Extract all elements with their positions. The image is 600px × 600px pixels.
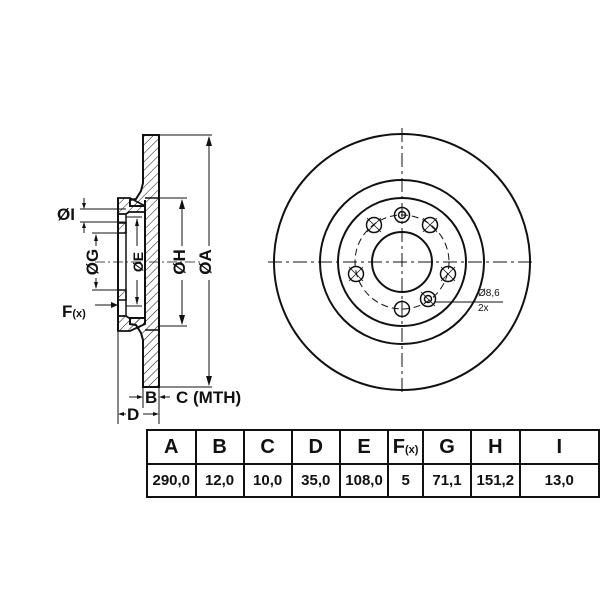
header-F-main: F [392, 435, 405, 458]
F-label-sub: (x) [72, 308, 86, 320]
header-G: G [421, 429, 473, 465]
value-I: 13,0 [518, 463, 600, 498]
bolt-pitch-circle [354, 214, 450, 310]
header-F: F(x) [387, 429, 424, 465]
value-D: 35,0 [290, 463, 341, 498]
header-H: H [470, 429, 521, 465]
header-D: D [290, 429, 341, 465]
value-C: 10,0 [242, 463, 293, 498]
value-E: 108,0 [338, 463, 390, 498]
header-A: A [146, 429, 197, 465]
center-bore-circle [371, 231, 433, 293]
value-F: 5 [387, 463, 424, 498]
value-G: 71,1 [421, 463, 473, 498]
spec-table-header-row: A B C D E F(x) G H I [146, 429, 600, 465]
hat-section-lower-boss [117, 289, 127, 301]
C-label: C (MTH) [176, 388, 242, 407]
hat-section-upper-boss [117, 222, 127, 234]
F-label-main: F [62, 302, 73, 321]
hat-outer-circle [337, 197, 467, 327]
friction-inner-circle [319, 179, 485, 345]
hole-note-quantity: 2x [478, 303, 489, 314]
bolt-hole [421, 216, 439, 234]
threaded-hole [393, 206, 411, 224]
header-C: C [242, 429, 293, 465]
hat-section-top [117, 197, 146, 215]
header-E: E [338, 429, 390, 465]
dia-H-label: ØH [169, 249, 189, 275]
side-section-view [80, 134, 212, 424]
value-B: 12,0 [194, 463, 245, 498]
dia-G-label: ØG [83, 248, 103, 276]
D-label: D [127, 405, 140, 424]
bolt-hole [393, 300, 411, 318]
bolt-hole [347, 265, 365, 283]
hole-note-diameter: Ø8,6 [478, 288, 500, 299]
dia-I-label: ØI [57, 205, 75, 224]
bolt-hole [365, 216, 383, 234]
value-H: 151,2 [470, 463, 521, 498]
dia-E-label: ØE [130, 251, 147, 273]
value-A: 290,0 [146, 463, 197, 498]
header-F-sub: (x) [405, 443, 419, 456]
header-B: B [194, 429, 245, 465]
outer-disc-circle [273, 133, 531, 391]
front-view [268, 128, 536, 396]
header-I: I [518, 429, 600, 465]
spec-table-value-row: 290,0 12,0 10,0 35,0 108,0 5 71,1 151,2 … [146, 463, 600, 498]
B-label: B [145, 388, 158, 407]
F-label: F(x) [62, 302, 86, 322]
bolt-hole [439, 265, 457, 283]
threaded-hole [419, 290, 437, 308]
dia-A-label: ØA [195, 249, 215, 275]
spec-table: A B C D E F(x) G H I 290,0 12,0 10,0 35,… [146, 429, 600, 498]
